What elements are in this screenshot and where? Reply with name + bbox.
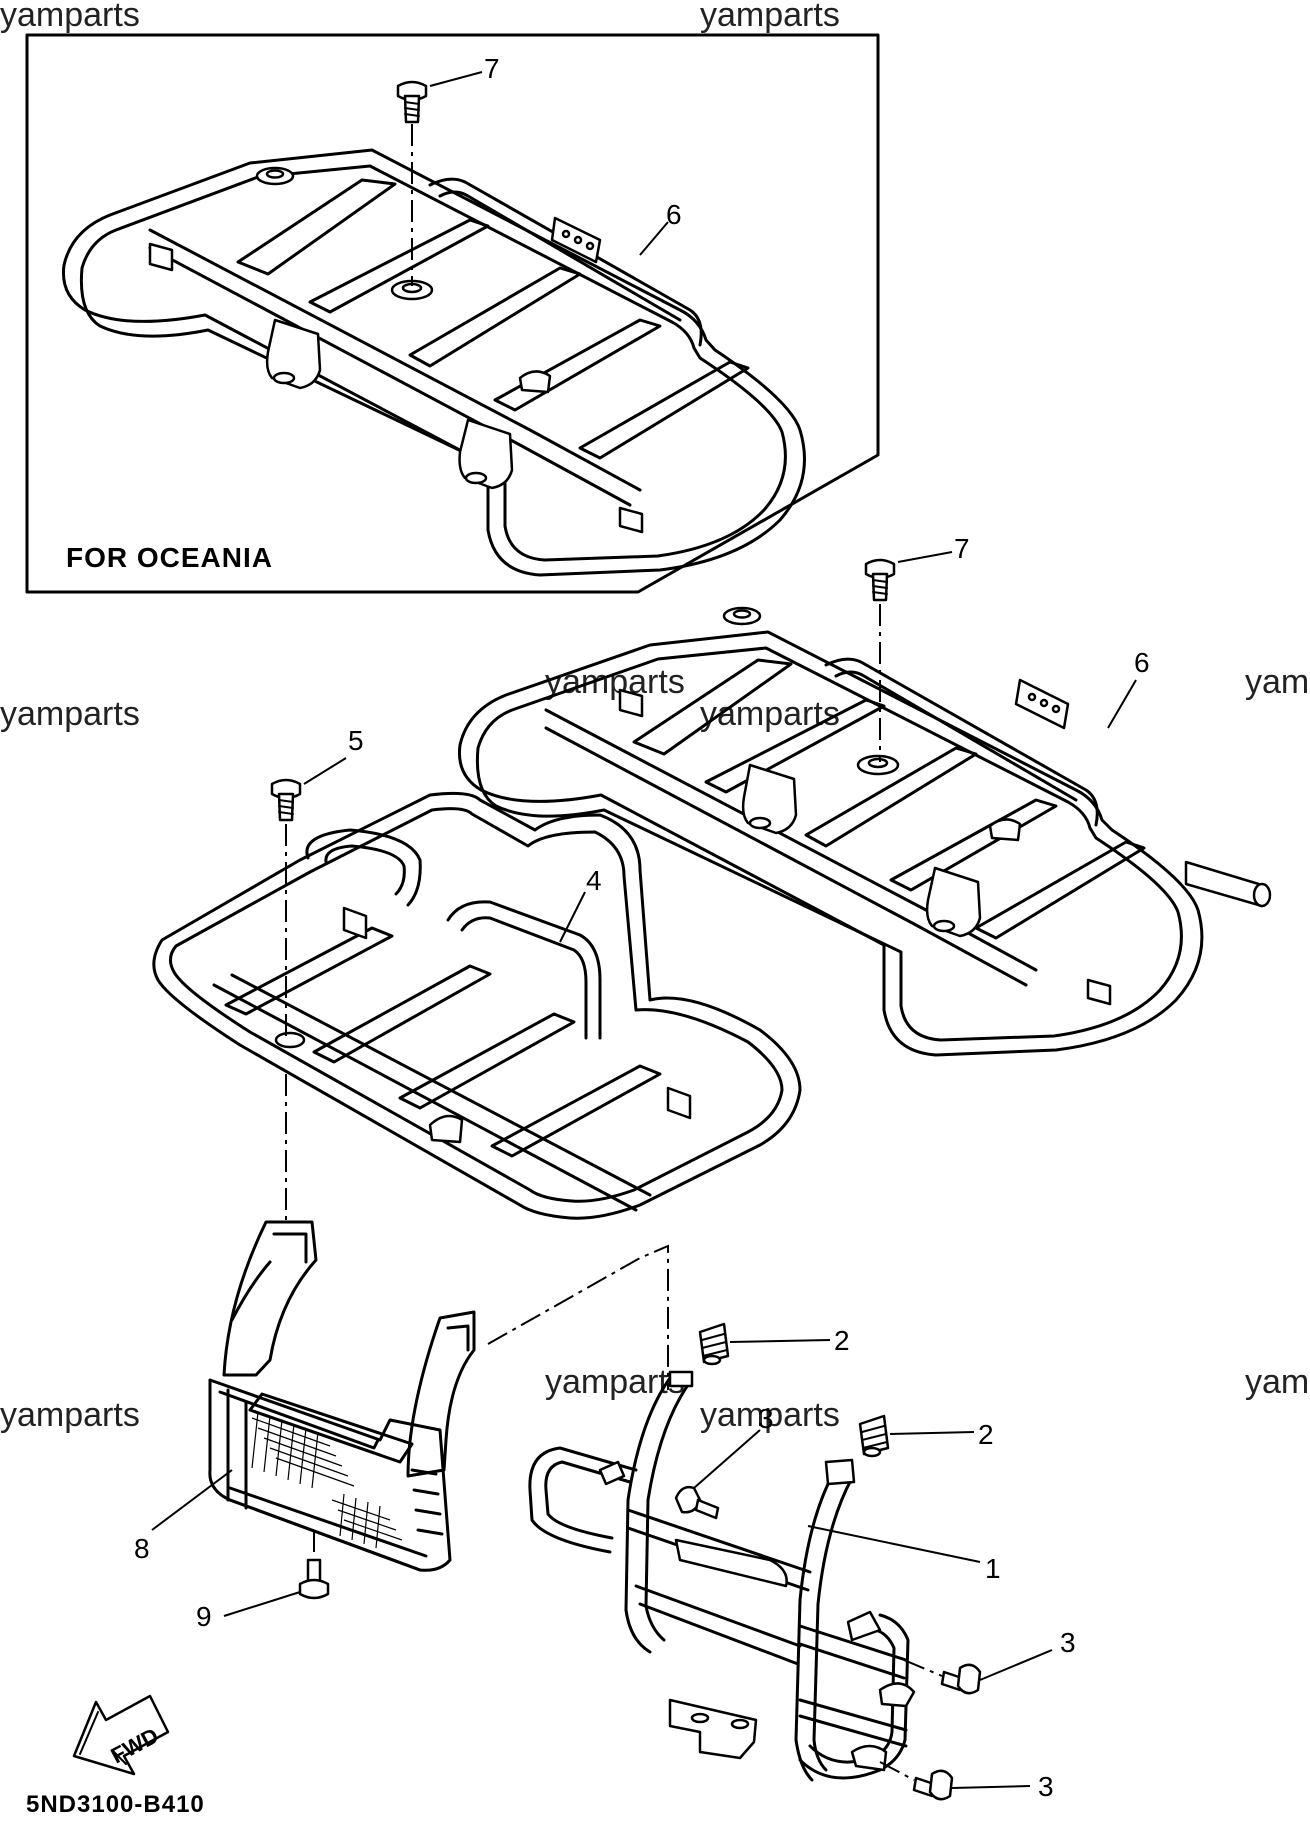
- watermarks: yamparts yamparts yamparts yamparts yamp…: [0, 0, 1309, 1434]
- callout-6: 6: [666, 199, 682, 230]
- watermark: yamparts: [700, 0, 840, 34]
- leader-line: [979, 1649, 1053, 1681]
- callout-6: 6: [1134, 647, 1150, 678]
- front-guard: [208, 1220, 476, 1572]
- leader-line: [951, 1785, 1031, 1789]
- callout-7: 7: [954, 533, 970, 564]
- bolt-icon: [674, 1485, 720, 1520]
- front-carrier: [152, 791, 802, 1220]
- assembly-line: [487, 1244, 669, 1390]
- bolt-icon: [912, 1769, 954, 1801]
- assembly-line: [879, 1761, 915, 1781]
- watermark: yamparts: [700, 1396, 840, 1434]
- bolt-icon: [396, 80, 428, 124]
- leader-line: [303, 757, 347, 785]
- inset-caption: FOR OCEANIA: [66, 542, 273, 573]
- watermark: yamparts: [0, 0, 140, 34]
- leader-line: [223, 1591, 301, 1617]
- watermark: yamparts: [545, 663, 685, 701]
- callout-9: 9: [196, 1601, 212, 1632]
- inset-frame: [25, 33, 880, 594]
- leader-line: [807, 1525, 981, 1563]
- bolt-icon: [864, 558, 896, 602]
- leader-line: [729, 1339, 831, 1343]
- watermark: yam: [1245, 663, 1309, 701]
- oceania-inset: FOR OCEANIA: [25, 33, 880, 594]
- leader-line: [429, 71, 483, 87]
- watermark: yamparts: [0, 1396, 140, 1434]
- fwd-arrow-icon: FWD: [72, 1694, 170, 1776]
- bolt-icon: [940, 1663, 982, 1695]
- callout-3: 3: [1060, 1627, 1076, 1658]
- leader-line: [897, 551, 953, 563]
- bolt-icon: [298, 1558, 330, 1600]
- assembly-line: [903, 1659, 943, 1677]
- leader-line: [693, 1429, 761, 1489]
- callout-1: 1: [985, 1553, 1001, 1584]
- callout-7: 7: [484, 53, 500, 84]
- rear-carrier-inset: [61, 148, 806, 577]
- callout-5: 5: [348, 725, 364, 756]
- watermark: yamparts: [545, 1363, 685, 1401]
- leader-line: [559, 891, 586, 943]
- callout-8: 8: [134, 1533, 150, 1564]
- leader-line: [889, 1431, 975, 1435]
- diagram-code: 5ND3100-B410: [26, 1791, 205, 1818]
- callout-2: 2: [978, 1419, 994, 1450]
- leader-line: [151, 1469, 233, 1531]
- watermark: yam: [1245, 1363, 1309, 1401]
- front-bumper: [528, 1370, 916, 1782]
- callout-4: 4: [586, 865, 602, 896]
- callout-2: 2: [834, 1325, 850, 1356]
- leader-line: [639, 221, 669, 256]
- grommet-icon: [698, 1322, 730, 1366]
- watermark: yamparts: [0, 695, 140, 733]
- rear-carrier: [457, 606, 1272, 1057]
- callout-3: 3: [758, 1403, 774, 1434]
- grille-mesh: [251, 1411, 403, 1549]
- callout-3: 3: [1038, 1771, 1054, 1802]
- leader-line: [1107, 679, 1137, 729]
- bolt-icon: [270, 778, 302, 822]
- grommet-icon: [858, 1414, 890, 1458]
